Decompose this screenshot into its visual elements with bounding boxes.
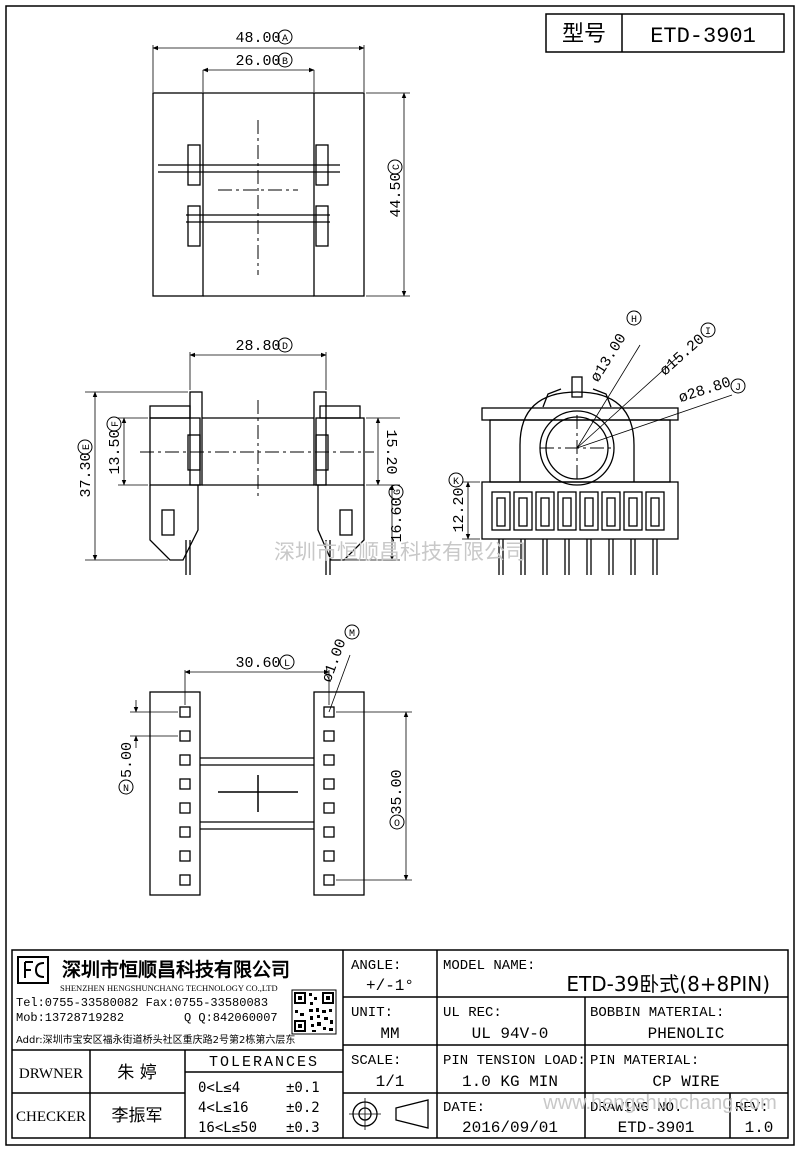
ul-label: UL REC: bbox=[443, 1005, 502, 1021]
angle-value: +/-1° bbox=[366, 977, 414, 995]
ref-m: M bbox=[349, 629, 355, 640]
tolerance-row: 4<L≤16 ±0.2 bbox=[198, 1100, 320, 1116]
side-view-labels: 28.80 D 37.30 E 13.50 F 15.20 16.60 G bbox=[77, 337, 406, 543]
scale-label: SCALE: bbox=[351, 1053, 401, 1069]
ref-i: I bbox=[705, 327, 711, 338]
top-view-labels: 48.00 A 26.00 B 44.50 C bbox=[235, 29, 405, 218]
company-name: 深圳市恒顺昌科技有限公司 bbox=[62, 958, 290, 981]
qr-code bbox=[291, 989, 337, 1035]
company-addr: Addr:深圳市宝安区福永街道桥头社区重庆路2号第2栋第六层东 bbox=[16, 1033, 295, 1046]
watermark-url: www.hengshunchang.com bbox=[542, 1092, 776, 1114]
bobbin-label: BOBBIN MATERIAL: bbox=[590, 1005, 724, 1021]
end-view-pin-slots bbox=[491, 491, 665, 531]
tension-label: PIN TENSION LOAD: bbox=[443, 1053, 586, 1069]
pin-material-label: PIN MATERIAL: bbox=[590, 1053, 699, 1069]
ul-value: UL 94V-0 bbox=[472, 1025, 549, 1043]
title-block bbox=[11, 949, 789, 1139]
drawer-value: 朱 婷 bbox=[117, 1063, 156, 1083]
rev-value: 1.0 bbox=[745, 1119, 774, 1137]
company-logo bbox=[17, 956, 49, 984]
ref-h: H bbox=[631, 315, 637, 326]
top-view bbox=[152, 45, 410, 297]
drawer-label: DRWNER bbox=[19, 1066, 83, 1082]
checker-label: CHECKER bbox=[16, 1109, 86, 1125]
company-qq: Q Q:842060007 bbox=[184, 1011, 278, 1025]
dim-end-d3: ø28.80 bbox=[677, 374, 734, 407]
pin-material-value: CP WIRE bbox=[652, 1073, 719, 1091]
date-value: 2016/09/01 bbox=[462, 1119, 558, 1137]
tension-value: 1.0 KG MIN bbox=[462, 1073, 558, 1091]
watermark: 深圳市恒顺昌科技有限公司 bbox=[274, 540, 526, 564]
dim-end-h: 12.20 bbox=[451, 487, 468, 532]
tolerance-range-1: 0<L≤4 bbox=[198, 1080, 240, 1096]
ref-o: O bbox=[394, 819, 400, 830]
scale-value: 1/1 bbox=[376, 1073, 405, 1091]
date-label: DATE: bbox=[443, 1100, 485, 1116]
end-view bbox=[462, 344, 733, 575]
tolerance-value-3: ±0.3 bbox=[286, 1120, 320, 1136]
ref-g: G bbox=[393, 489, 404, 495]
header-model-box: 型号 ETD-3901 bbox=[545, 13, 785, 53]
ref-f: F bbox=[111, 421, 122, 427]
unit-value: MM bbox=[380, 1025, 399, 1043]
tolerance-range-3: 16<L≤50 bbox=[198, 1120, 257, 1136]
header-model-value: ETD-3901 bbox=[650, 24, 756, 49]
tolerances-title: TOLERANCES bbox=[209, 1054, 319, 1071]
ref-l: L bbox=[284, 659, 290, 670]
dim-side-pin: 16.60 bbox=[389, 497, 406, 542]
rev-label: REV: bbox=[735, 1100, 769, 1116]
header-model-label: 型号 bbox=[562, 22, 606, 47]
ref-j: J bbox=[735, 383, 741, 394]
dim-top-height: 44.50 bbox=[388, 172, 405, 217]
end-view-labels: ø13.00 H ø15.20 I ø28.80 J 12.20 K bbox=[448, 310, 746, 533]
ref-n: N bbox=[123, 784, 129, 795]
tolerance-row: 0<L≤4 ±0.1 bbox=[198, 1080, 320, 1096]
drawing-border bbox=[5, 5, 795, 1146]
unit-label: UNIT: bbox=[351, 1005, 393, 1021]
bottom-view bbox=[130, 654, 412, 896]
drawing-no-label: DRAWING NO. bbox=[590, 1100, 682, 1116]
angle-label: ANGLE: bbox=[351, 958, 401, 974]
bobbin-value: PHENOLIC bbox=[648, 1025, 725, 1043]
projection-symbol-icon bbox=[349, 1098, 429, 1130]
bottom-view-labels: 30.60 L ø1.00 M 5.00 N 35.00 O bbox=[118, 624, 406, 830]
dim-side-body: 13.50 bbox=[107, 429, 124, 474]
tolerance-row: 16<L≤50 ±0.3 bbox=[198, 1120, 320, 1136]
dim-end-d2: ø15.20 bbox=[657, 331, 709, 380]
tolerance-value-2: ±0.2 bbox=[286, 1100, 320, 1116]
dim-top-inner: 26.00 bbox=[235, 53, 280, 70]
dim-bot-span: 35.00 bbox=[389, 769, 406, 814]
model-name-value: ETD-39卧式(8+8PIN) bbox=[566, 972, 770, 996]
dim-bot-width: 30.60 bbox=[235, 655, 280, 672]
dim-side-width: 28.80 bbox=[235, 338, 280, 355]
ref-k: K bbox=[453, 477, 459, 488]
company-mob: Mob:13728719282 bbox=[16, 1011, 124, 1025]
bottom-pins-left bbox=[179, 706, 191, 886]
tolerance-value-1: ±0.1 bbox=[286, 1080, 320, 1096]
dim-end-d1: ø13.00 bbox=[588, 331, 631, 386]
company-tel: Tel:0755-33580082 Fax:0755-33580083 bbox=[16, 996, 268, 1010]
ref-d: D bbox=[282, 342, 288, 353]
dim-side-core: 15.20 bbox=[382, 429, 399, 474]
ref-a: A bbox=[282, 34, 288, 45]
model-name-label: MODEL NAME: bbox=[443, 958, 535, 974]
ref-e: E bbox=[82, 444, 93, 450]
end-view-pins bbox=[498, 539, 658, 575]
bottom-pins-right bbox=[323, 706, 335, 886]
checker-value: 李振军 bbox=[112, 1106, 163, 1126]
dim-bot-pitch: 5.00 bbox=[119, 742, 136, 778]
dim-top-width: 48.00 bbox=[235, 30, 280, 47]
ref-c: C bbox=[392, 164, 403, 170]
dim-bot-pin-d: ø1.00 bbox=[319, 637, 350, 685]
ref-b: B bbox=[282, 57, 288, 68]
tolerance-range-2: 4<L≤16 bbox=[198, 1100, 249, 1116]
company-name-en: SHENZHEN HENGSHUNCHANG TECHNOLOGY CO.,LT… bbox=[60, 983, 278, 993]
dim-side-total: 37.30 bbox=[78, 452, 95, 497]
drawing-no-value: ETD-3901 bbox=[618, 1119, 695, 1137]
